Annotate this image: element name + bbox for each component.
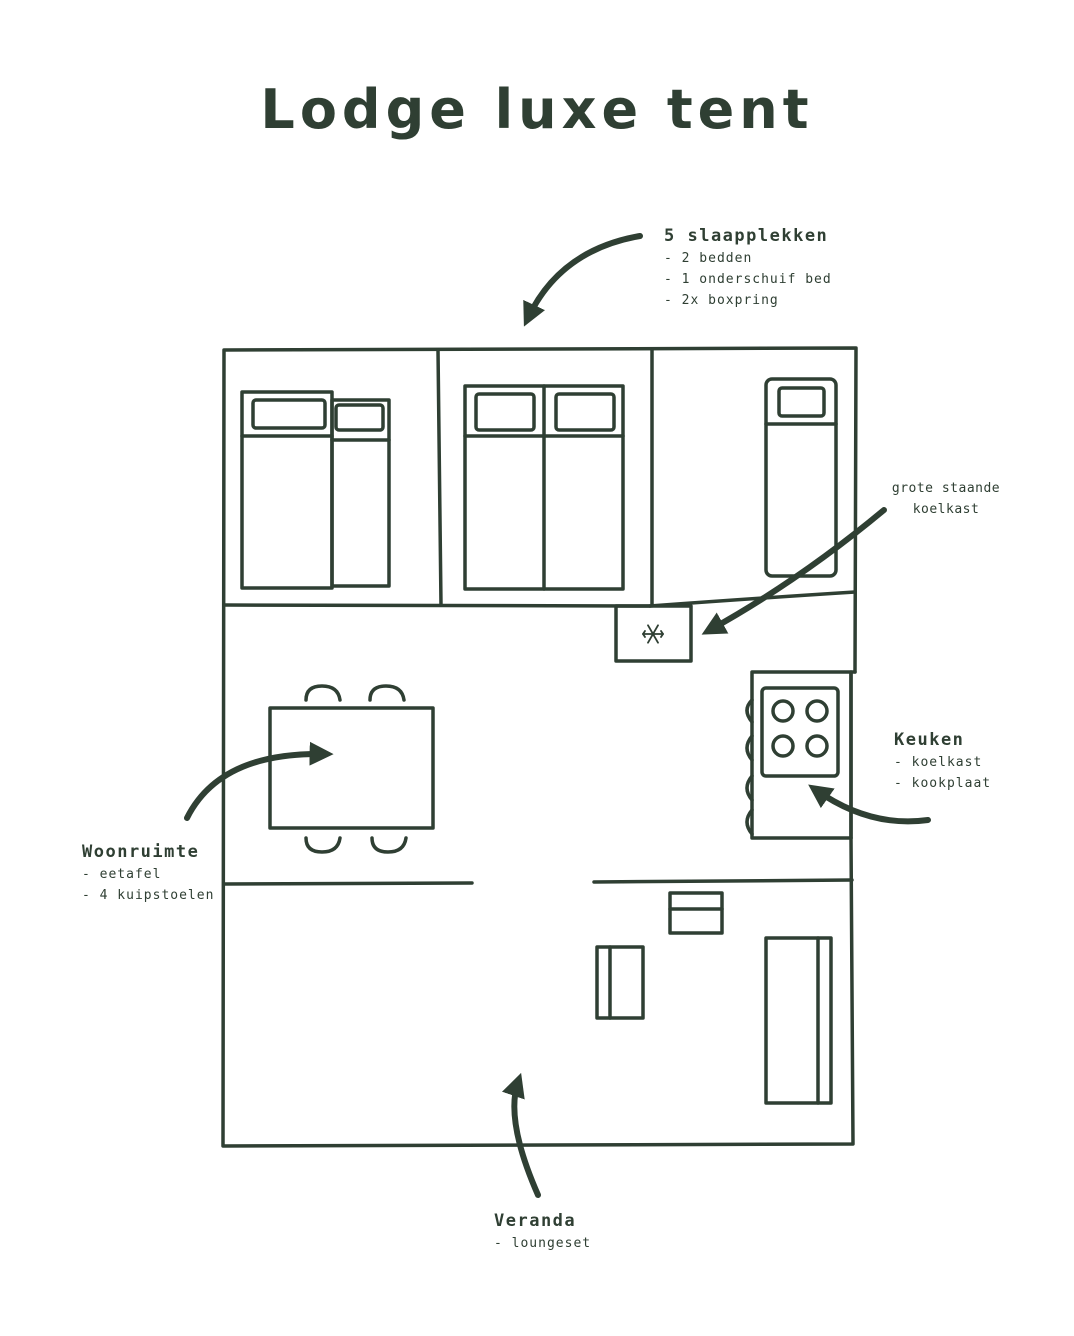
sleeping-label: 5 slaapplekken - 2 bedden - 1 onderschui…	[664, 226, 832, 311]
living-item: - 4 kuipstoelen	[82, 888, 215, 903]
sleeping-item: - 2 bedden	[664, 251, 753, 266]
veranda-heading: Veranda	[494, 1211, 577, 1231]
fridge-label-line: koelkast	[912, 502, 980, 517]
fridge-label: grote staande koelkast	[880, 478, 1012, 520]
dining-table	[268, 684, 435, 854]
arrow-sleeping	[523, 233, 643, 327]
veranda-label: Veranda - loungeset	[494, 1211, 591, 1254]
chair	[304, 836, 342, 854]
fridge	[614, 604, 693, 663]
arrow-fridge	[701, 507, 887, 635]
bed-right	[764, 377, 838, 578]
living-heading: Woonruimte	[82, 842, 200, 862]
kitchen-label: Keuken - koelkast - kookplaat	[894, 730, 991, 794]
page-title: Lodge luxe tent	[260, 78, 814, 141]
kitchen-unit	[745, 670, 853, 840]
sleeping-heading: 5 slaapplekken	[664, 226, 829, 246]
bed-left	[240, 390, 391, 590]
chair	[368, 684, 406, 702]
kitchen-item: - kookplaat	[894, 776, 992, 791]
sleeping-item: - 2x boxpring	[664, 293, 779, 308]
lounge-set	[595, 891, 833, 1105]
kitchen-item: - koelkast	[894, 755, 983, 770]
living-label: Woonruimte - eetafel - 4 kuipstoelen	[82, 842, 214, 906]
sleeping-item: - 1 onderschuif bed	[664, 272, 832, 287]
kitchen-heading: Keuken	[894, 730, 965, 750]
arrow-living	[184, 741, 334, 821]
chair	[304, 684, 342, 702]
fridge-label-line: grote staande	[891, 481, 1001, 496]
bedroom-partitions	[222, 348, 857, 608]
snowflake-icon	[642, 624, 664, 644]
veranda-item: - loungeset	[494, 1236, 592, 1251]
arrow-kitchen	[808, 784, 931, 825]
bed-middle	[463, 384, 625, 591]
veranda-partition	[222, 878, 854, 886]
chair	[370, 836, 408, 854]
living-item: - eetafel	[82, 867, 162, 882]
arrows	[184, 233, 931, 1198]
arrow-veranda	[501, 1072, 541, 1198]
